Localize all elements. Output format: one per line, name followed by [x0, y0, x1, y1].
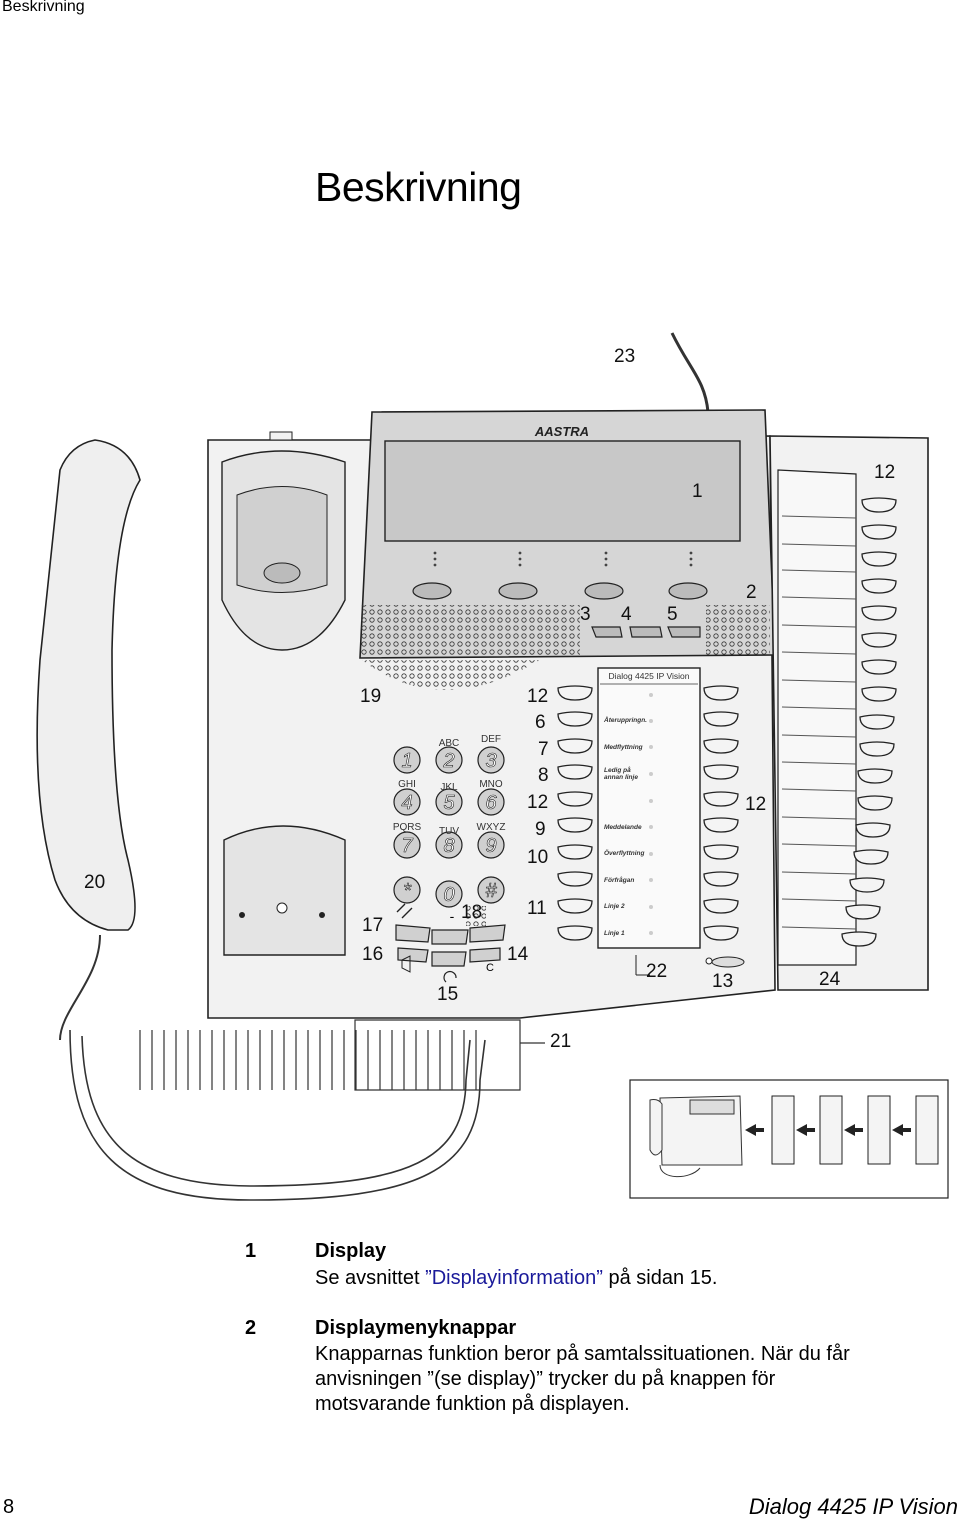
key-digit: 2 — [442, 750, 454, 772]
callout-7: 7 — [538, 739, 549, 760]
callout-12: 12 — [745, 794, 766, 815]
callout-12: 12 — [527, 792, 548, 813]
page-number: 8 — [3, 1496, 15, 1518]
definition-text: Knapparnas funktion beror på samtalssitu… — [315, 1343, 850, 1415]
definition-title: Displaymenyknappar — [315, 1317, 517, 1339]
key-digit: 6 — [485, 792, 497, 814]
footer-product-name: Dialog 4425 IP Vision — [748, 1494, 958, 1519]
minus-key-label: - — [450, 908, 455, 924]
key-letters: GHI — [398, 779, 416, 790]
callout-19: 19 — [360, 686, 381, 707]
card-label: Överflyttning — [604, 848, 644, 857]
page-title: Beskrivning — [315, 164, 522, 210]
callout-14: 14 — [507, 944, 529, 965]
callout-10: 10 — [527, 847, 548, 868]
callout-23: 23 — [614, 346, 635, 367]
mute-icon — [396, 903, 413, 919]
callout-16: 16 — [362, 944, 383, 965]
key-letters: ABC — [439, 738, 460, 749]
key-letters: JKL — [440, 782, 458, 793]
callout-17: 17 — [362, 915, 383, 936]
callout-11: 11 — [527, 898, 547, 919]
callout-21: 21 — [550, 1031, 571, 1052]
card-label: Ledig på — [604, 766, 631, 774]
definition-text: Se avsnittet ”Displayinformation” på sid… — [315, 1267, 718, 1289]
key-digit: 0 — [443, 884, 454, 906]
callout-5: 5 — [667, 604, 678, 625]
brand-logo: AASTRA — [534, 424, 589, 439]
key-letters: MNO — [479, 779, 503, 790]
definition-number: 1 — [245, 1240, 257, 1262]
key-letters: WXYZ — [477, 822, 506, 833]
callout-12: 12 — [527, 686, 548, 707]
callout-22: 22 — [646, 961, 667, 982]
key-letters: DEF — [481, 734, 501, 745]
callout-6: 6 — [535, 712, 546, 733]
redial-icon — [443, 970, 457, 983]
card-label: Medflyttning — [604, 744, 643, 751]
key-digit: 4 — [401, 792, 412, 814]
card-label: Meddelande — [604, 824, 642, 831]
callout-3: 3 — [580, 604, 591, 625]
key-letters: PQRS — [393, 822, 422, 833]
callout-12: 12 — [874, 462, 895, 483]
key-digit: 7 — [401, 835, 413, 857]
key-digit: 5 — [443, 792, 455, 814]
callout-20: 20 — [84, 872, 105, 893]
speaker-icon — [401, 955, 411, 973]
callout-13: 13 — [712, 971, 733, 992]
card-label: Återuppringn. — [603, 715, 647, 724]
card-label: annan linje — [604, 774, 638, 781]
cross-reference-link[interactable]: ”Displayinformation” — [425, 1267, 603, 1289]
card-title: Dialog 4425 IP Vision — [609, 671, 690, 681]
key-digit: 1 — [401, 750, 412, 772]
microphone-grille — [466, 906, 486, 926]
callout-2: 2 — [746, 582, 757, 603]
callout-9: 9 — [535, 819, 546, 840]
callout-4: 4 — [621, 604, 632, 625]
key-digit: 3 — [485, 750, 496, 772]
callout-8: 8 — [538, 765, 549, 786]
key-digit: 8 — [443, 835, 454, 857]
card-label: Förfrågan — [604, 876, 634, 884]
callout-15: 15 — [437, 984, 458, 1005]
definition-number: 2 — [245, 1317, 257, 1339]
key-letters: TUV — [439, 826, 459, 837]
running-header: Beskrivning — [2, 0, 85, 15]
card-label: Linje 1 — [604, 930, 625, 937]
key-digit: 9 — [485, 835, 496, 857]
clear-key-label: C — [486, 962, 494, 974]
definition-title: Display — [315, 1240, 387, 1262]
callout-18: 18 — [461, 902, 482, 923]
card-label: Linje 2 — [604, 903, 625, 910]
key-digit: * — [403, 880, 412, 902]
callout-24: 24 — [819, 969, 841, 990]
phone-illustration: 1 2 3 4 5 6 7 8 9 * 0 # ABC DEF GHI JKL … — [0, 320, 960, 1220]
callout-1: 1 — [692, 481, 703, 502]
key-digit: # — [485, 880, 497, 902]
